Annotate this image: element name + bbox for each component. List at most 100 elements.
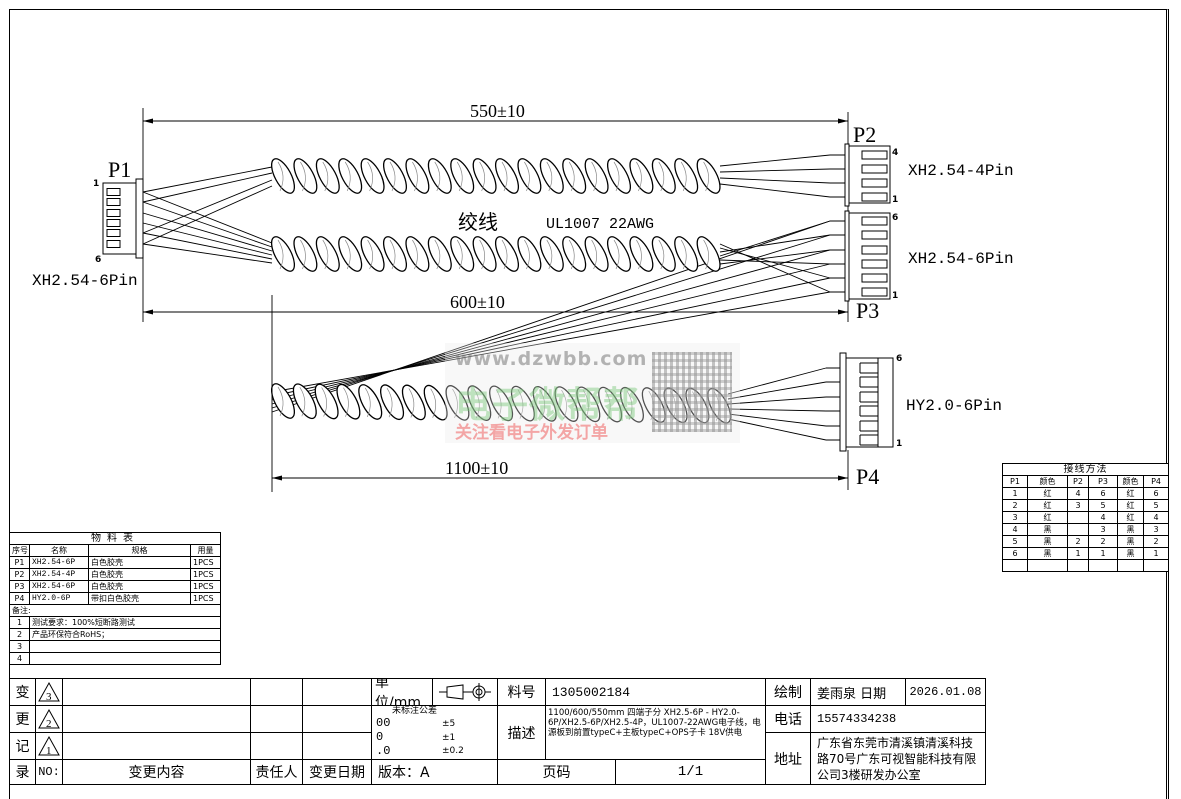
version: 版本：A <box>371 759 498 785</box>
wiring-cell: 4 <box>1142 511 1170 524</box>
twist-shade <box>626 390 633 420</box>
twist-shade <box>583 390 589 420</box>
description: 1100/600/550mm 四端子分 XH2.5-6P - HY2.0-6P/… <box>545 705 766 760</box>
page-number: 1/1 <box>615 759 766 785</box>
drawn-by: 姜雨泉 日期 <box>810 678 906 706</box>
twist-shade <box>412 239 418 270</box>
wire <box>727 367 827 395</box>
twist-shade <box>604 390 611 420</box>
dim-550: 550±10 <box>470 101 525 121</box>
twist-shade <box>300 239 306 270</box>
note-text: 测试要求：100%短断路测试 <box>29 616 221 629</box>
pin-slot <box>859 376 878 388</box>
wiring-cell: 3 <box>1002 511 1028 524</box>
twist-shade <box>299 387 306 417</box>
p1-pin-first: 1 <box>93 179 99 189</box>
tolerance-title: 未标注公差 <box>392 706 438 716</box>
bom-cell: 白色胶壳 <box>88 556 191 569</box>
bom-cell: 1PCS <box>190 580 221 593</box>
tolerance-value: ±1 <box>442 733 456 743</box>
revision-triangle-icon: 1 <box>35 732 63 760</box>
twist-shade <box>501 239 508 270</box>
twist-shade <box>430 388 437 418</box>
arrowhead-icon <box>838 118 848 124</box>
no-label: NO: <box>35 759 63 785</box>
responsible-cell <box>250 678 303 706</box>
bom-cell: 白色胶壳 <box>88 580 191 593</box>
wiring-cell <box>1088 559 1118 572</box>
twist-shade <box>322 161 329 192</box>
wire <box>727 396 827 405</box>
wiring-cell: 红 <box>1117 487 1144 500</box>
wiring-cell: 5 <box>1002 535 1028 548</box>
p2-label: P2 <box>853 122 876 147</box>
wire <box>142 222 273 256</box>
wiring-cell: 红 <box>1117 511 1144 524</box>
wiring-cell: 1 <box>1067 547 1089 560</box>
p4-connector-latch <box>877 357 894 448</box>
wiring-cell: 6 <box>1002 547 1028 560</box>
twist-shade <box>703 161 709 192</box>
pin-slot <box>861 245 888 255</box>
twist-shade <box>277 239 284 270</box>
responsible-header: 责任人 <box>250 759 303 785</box>
p3-label: P3 <box>856 298 879 323</box>
tolerance-format: 00 <box>376 716 391 730</box>
twist-shade <box>658 161 665 192</box>
wire <box>142 212 273 252</box>
p4-pin-first: 6 <box>896 354 902 364</box>
note-text <box>29 640 221 653</box>
wiring-cell <box>1067 523 1089 536</box>
wiring-cell <box>1142 559 1170 572</box>
twist-shade <box>367 161 373 192</box>
watermark-slogan: 关注看电子外发订单 <box>455 423 608 443</box>
pin-slot <box>861 230 888 240</box>
pin-slot <box>861 216 888 226</box>
pin-slot <box>861 164 888 174</box>
wiring-cell: 红 <box>1027 487 1068 500</box>
pin-slot <box>859 434 878 446</box>
twist-shade <box>300 161 306 192</box>
wire <box>142 232 273 260</box>
wiring-cell: 黑 <box>1117 523 1144 536</box>
pin-slot <box>861 259 888 269</box>
bom-cell: 1PCS <box>190 592 221 605</box>
twist-shade <box>546 239 553 270</box>
drawn-label: 绘制 <box>765 678 811 706</box>
p1-pin-last: 6 <box>95 255 101 265</box>
twist-shade <box>344 161 351 192</box>
address: 广东省东莞市清溪镇清溪科技路70号广东可视智能科技有限公司3楼研发办公室 <box>810 732 986 785</box>
connectors <box>102 143 894 452</box>
wiring-cell: 2 <box>1067 535 1089 548</box>
wire <box>727 418 827 441</box>
tolerance-block: 未标注公差 00 ±5 0 ±1 .0 ±0.2 <box>371 705 498 760</box>
twist-shade <box>561 389 567 420</box>
wiring-row <box>1002 559 1170 572</box>
svg-text:1: 1 <box>46 745 52 757</box>
change-content-header: 变更内容 <box>62 759 251 785</box>
p3-pin-last: 1 <box>892 291 898 301</box>
wiring-cell <box>1117 559 1144 572</box>
wire <box>719 249 831 265</box>
wire <box>271 263 831 401</box>
wire <box>727 381 827 400</box>
twist-shade <box>479 161 485 192</box>
twist-shade <box>546 161 553 192</box>
wiring-cell: 黑 <box>1027 535 1068 548</box>
wiring-header: 颜色 <box>1027 475 1068 488</box>
pin-slot <box>859 362 878 374</box>
twist-shade <box>321 387 327 417</box>
wire <box>271 291 831 393</box>
twist-shade <box>501 161 508 192</box>
bom-header: 名称 <box>29 544 89 557</box>
p3-connector-body <box>847 212 891 300</box>
arrowhead-icon <box>838 309 848 315</box>
twist-shade <box>591 161 597 192</box>
p3-connector-flange <box>844 210 850 302</box>
wiring-header: 颜色 <box>1117 475 1144 488</box>
